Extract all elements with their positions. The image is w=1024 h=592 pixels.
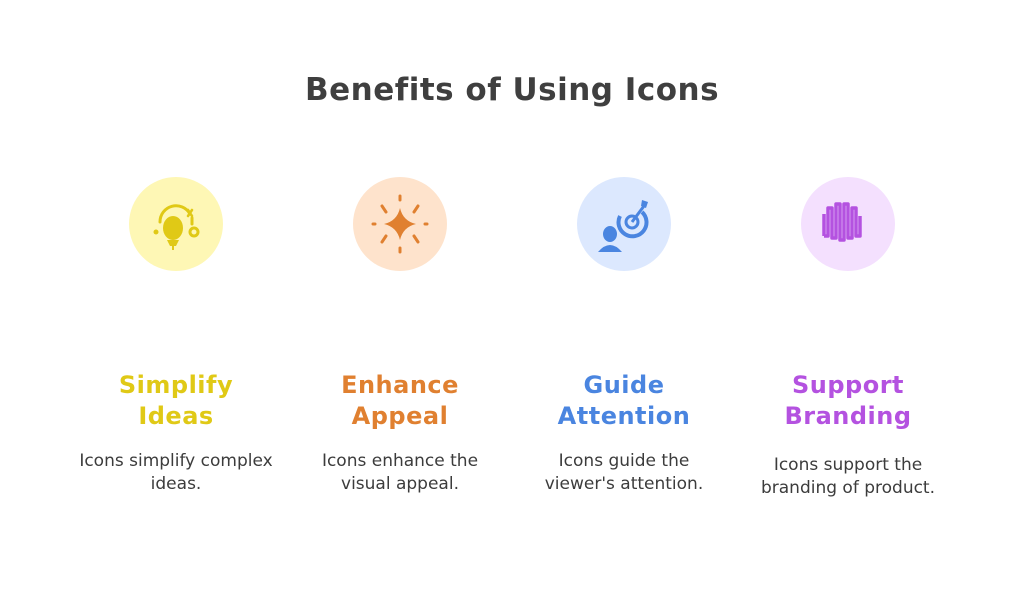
icon-circle — [577, 177, 671, 271]
icon-circle — [353, 177, 447, 271]
benefit-description: Icons simplify complex ideas. — [79, 451, 273, 494]
heading-line: Appeal — [351, 402, 449, 430]
wave-pattern-icon — [822, 202, 862, 242]
benefit-simplify-ideas: Simplify Ideas Icons simplify complex id… — [64, 0, 288, 592]
benefit-description: Icons support the branding of product. — [760, 455, 936, 498]
benefit-description: Icons guide the viewer's attention. — [544, 451, 704, 494]
benefit-heading: Enhance Appeal — [288, 370, 512, 432]
lightbulb-icon — [153, 204, 200, 250]
icon-circle — [129, 177, 223, 271]
heading-line: Ideas — [138, 402, 214, 430]
heading-line: Support — [791, 371, 905, 399]
benefit-heading: Support Branding — [736, 370, 960, 432]
sparkle-icon — [371, 194, 429, 254]
benefit-heading: Guide Attention — [512, 370, 736, 432]
target-person-icon — [598, 200, 649, 252]
icon-circle — [801, 177, 895, 271]
heading-line: Simplify — [118, 371, 234, 399]
benefit-enhance-appeal: Enhance Appeal Icons enhance the visual … — [288, 0, 512, 592]
heading-line: Attention — [557, 402, 691, 430]
heading-line: Branding — [784, 402, 912, 430]
benefit-heading: Simplify Ideas — [64, 370, 288, 432]
benefit-guide-attention: Guide Attention Icons guide the viewer's… — [512, 0, 736, 592]
page-title: Benefits of Using Icons — [304, 72, 720, 108]
heading-line: Guide — [583, 371, 665, 399]
benefit-support-branding: Support Branding Icons support the brand… — [736, 0, 960, 592]
benefit-description: Icons enhance the visual appeal. — [321, 451, 479, 494]
heading-line: Enhance — [341, 371, 459, 399]
